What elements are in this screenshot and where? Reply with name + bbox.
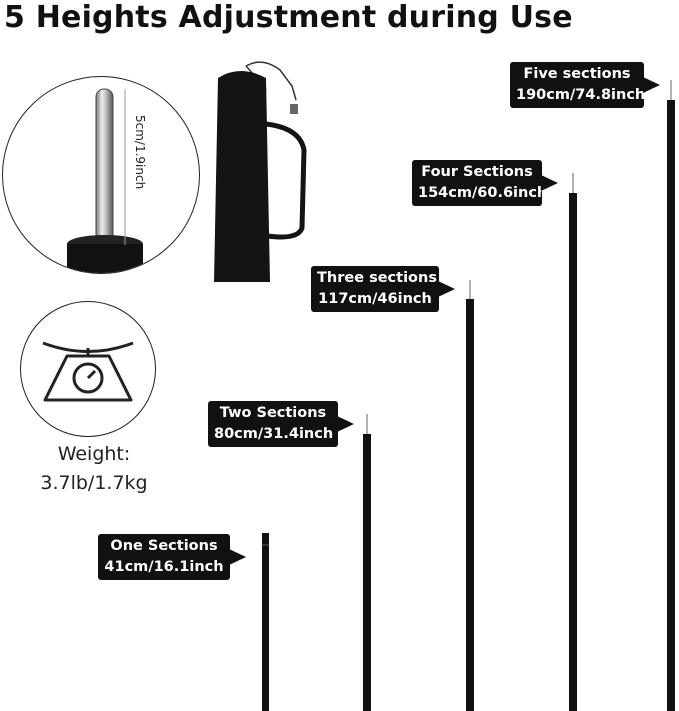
pole-tip-detail: 5cm/1.9inch	[2, 76, 200, 274]
weight-value: 3.7lb/1.7kg	[40, 472, 148, 494]
arrow-icon	[229, 549, 246, 565]
pole-length-2: 80cm/31.4inch	[214, 426, 334, 442]
pole-tip-icon	[67, 88, 143, 273]
pole-label-5: Five sections 190cm/74.8inch	[510, 62, 660, 108]
pole-label-2: Two Sections 80cm/31.4inch	[208, 401, 354, 447]
scale-icon	[42, 341, 134, 402]
pole-label-4: Four Sections 154cm/60.6inch	[412, 160, 558, 206]
pole-length-5: 190cm/74.8inch	[516, 87, 646, 103]
tip-dimension-label: 5cm/1.9inch	[133, 115, 147, 190]
pole-5	[667, 80, 675, 711]
pole-3	[466, 280, 474, 711]
pole-2	[363, 414, 371, 711]
pole-sections-1: One Sections	[110, 538, 218, 554]
arrow-icon	[643, 77, 660, 93]
pole-length-1: 41cm/16.1inch	[104, 559, 224, 575]
pole-sections-3: Three sections	[317, 270, 437, 286]
pole-length-3: 117cm/46inch	[318, 291, 432, 307]
pole-sections-2: Two Sections	[219, 405, 327, 421]
pole-sections-5: Five sections	[523, 66, 631, 82]
pole-4	[569, 173, 577, 711]
arrow-icon	[541, 175, 558, 191]
arrow-icon	[438, 281, 455, 297]
weight-scale-detail	[20, 301, 156, 437]
arrow-icon	[337, 416, 354, 432]
pole-label-3: Three sections 117cm/46inch	[311, 266, 455, 312]
weight-label: Weight:	[57, 443, 131, 465]
pole-label-1: One Sections 41cm/16.1inch	[98, 534, 246, 580]
pole-length-4: 154cm/60.6inch	[418, 185, 548, 201]
page-title: 5 Heights Adjustment during Use	[4, 0, 573, 35]
pole-sections-4: Four Sections	[421, 164, 533, 180]
pole-1	[262, 533, 269, 711]
